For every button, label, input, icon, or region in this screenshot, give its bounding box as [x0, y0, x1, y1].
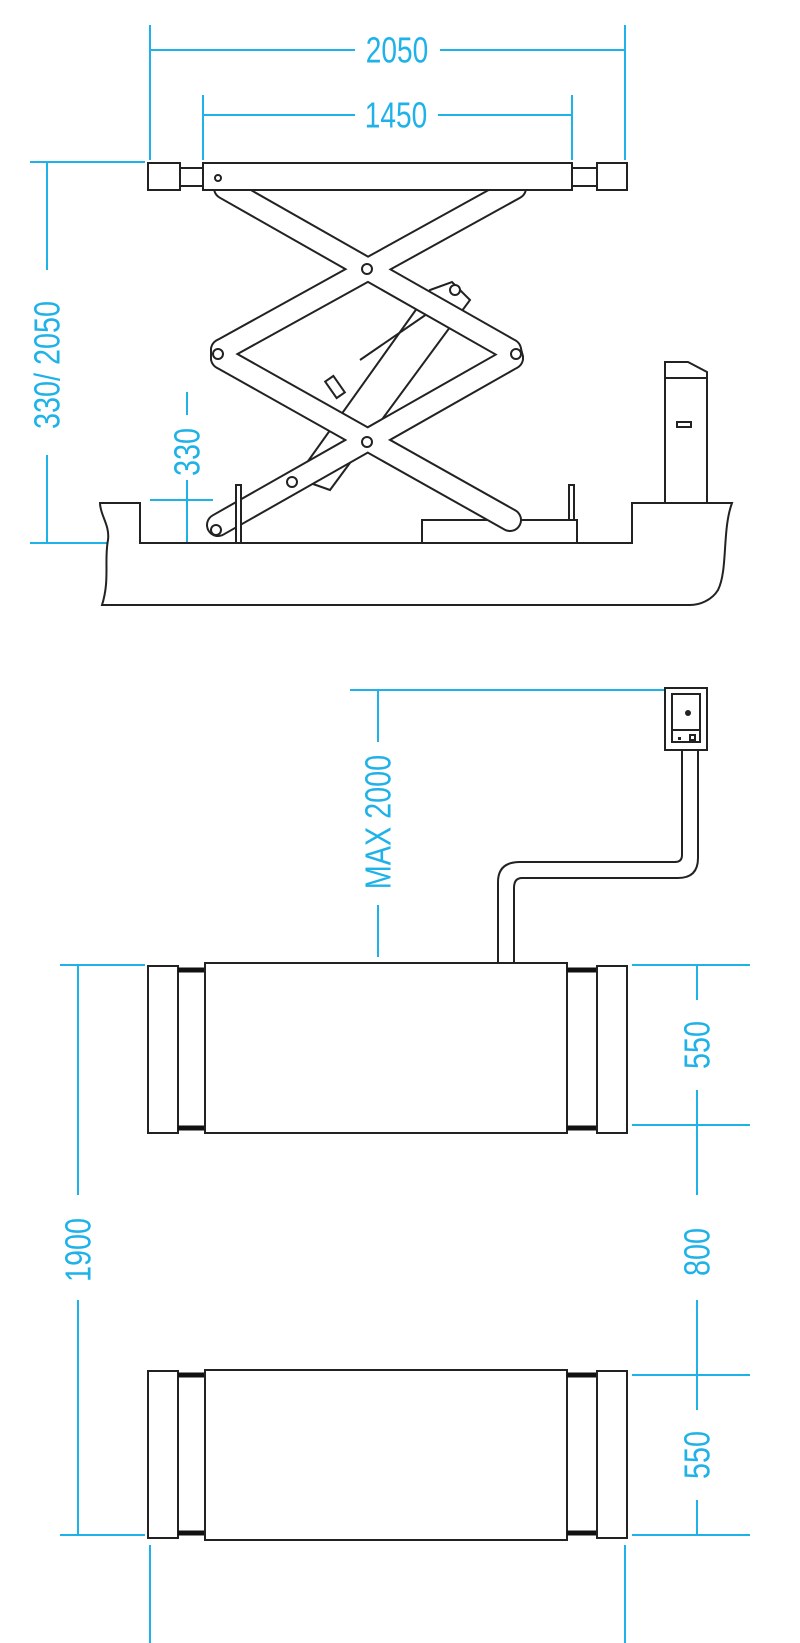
control-cable	[497, 750, 683, 963]
floor-pit	[98, 361, 734, 606]
stop-pin-left	[235, 484, 242, 544]
dimension-height-range: 330/ 2050	[27, 161, 145, 544]
control-column	[664, 361, 708, 504]
dimension-1900: 1900	[58, 964, 145, 1536]
platform-side	[147, 162, 628, 191]
dimension-1450: 1450	[202, 95, 573, 160]
dimension-label-550-top: 550	[677, 1021, 718, 1069]
dimension-label-height-range: 330/ 2050	[27, 301, 68, 429]
dimension-label-1900: 1900	[58, 1218, 99, 1282]
dimension-label-max-2000: MAX 2000	[358, 755, 399, 889]
dimension-2050: 2050	[149, 25, 626, 160]
scissor-mechanism	[206, 176, 575, 544]
dimension-330: 330	[150, 392, 213, 543]
dimension-right-chain: 550 800 550	[632, 964, 750, 1536]
dimension-label-2050: 2050	[366, 30, 428, 70]
platform-top	[147, 962, 628, 1134]
dimension-label-550-bottom: 550	[677, 1431, 718, 1479]
stop-pin-right	[568, 484, 575, 521]
dimension-label-330: 330	[167, 428, 208, 476]
dimension-label-1450: 1450	[365, 95, 427, 135]
platform-bottom	[147, 1369, 628, 1541]
dimension-max-2000: MAX 2000	[350, 689, 665, 957]
control-box	[664, 687, 708, 751]
dimension-label-800: 800	[677, 1228, 718, 1276]
hydraulic-cylinder	[294, 280, 472, 492]
